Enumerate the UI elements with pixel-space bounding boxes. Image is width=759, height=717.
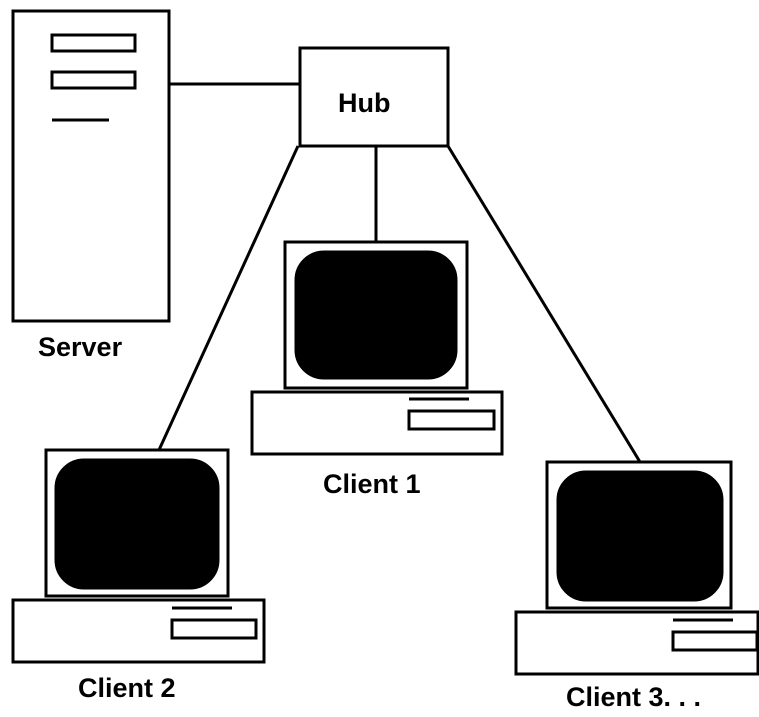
server-icon	[11, 9, 171, 323]
client1-computer-icon	[250, 240, 504, 456]
client3-computer-icon	[514, 460, 759, 676]
hub-label: Hub	[338, 88, 391, 118]
hub-box	[298, 46, 450, 148]
client1-label: Client 1	[323, 469, 421, 499]
client2-label: Client 2	[78, 673, 176, 703]
hub-client3-link	[446, 145, 642, 463]
server-label: Server	[38, 332, 123, 362]
client2-computer-icon	[11, 448, 266, 664]
hub-client2-link	[157, 145, 300, 451]
client3-label: Client 3. . .	[566, 682, 702, 712]
